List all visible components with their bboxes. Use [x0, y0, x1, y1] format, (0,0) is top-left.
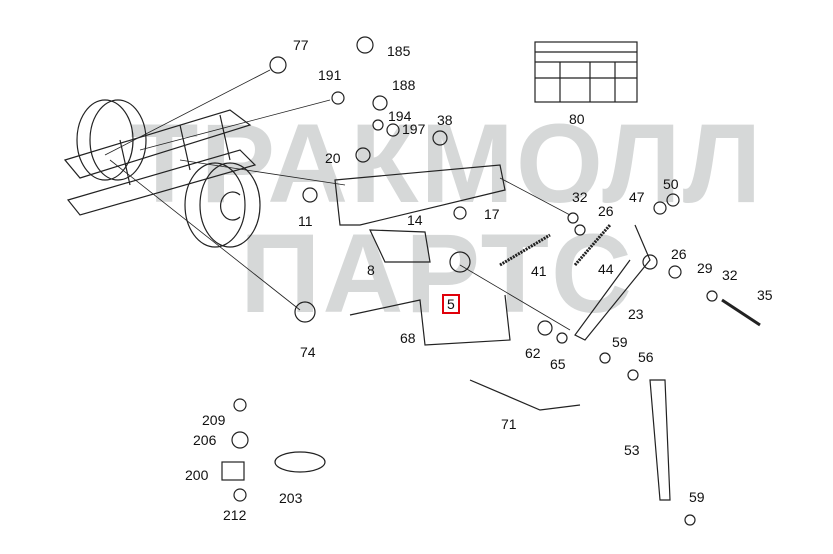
- leader-lines: [104, 69, 571, 331]
- part-label-62[interactable]: 62: [525, 345, 541, 361]
- part-label-65[interactable]: 65: [550, 356, 566, 372]
- part-label-50[interactable]: 50: [663, 176, 679, 192]
- spring-41: [499, 233, 551, 267]
- small-parts: [221, 36, 718, 526]
- part-label-191[interactable]: 191: [318, 67, 342, 83]
- part-label-212[interactable]: 212: [223, 507, 247, 523]
- part-label-14[interactable]: 14: [407, 212, 423, 228]
- part-label-20[interactable]: 20: [325, 150, 341, 166]
- table-80: [534, 41, 638, 103]
- part-label-203[interactable]: 203: [279, 490, 303, 506]
- pipe-71: [469, 379, 581, 411]
- part-label-68[interactable]: 68: [400, 330, 416, 346]
- part-label-77[interactable]: 77: [293, 37, 309, 53]
- rod-53: [649, 379, 671, 501]
- pipe-68: [349, 294, 511, 346]
- part-label-26[interactable]: 26: [598, 203, 614, 219]
- bolt-35: [721, 298, 761, 327]
- part-label-200[interactable]: 200: [185, 467, 209, 483]
- part-label-59[interactable]: 59: [612, 334, 628, 350]
- part-label-41[interactable]: 41: [531, 263, 547, 279]
- lever-23: [574, 224, 651, 341]
- part-label-197[interactable]: 197: [402, 121, 426, 137]
- part-label-53[interactable]: 53: [624, 442, 640, 458]
- part-label-17[interactable]: 17: [484, 206, 500, 222]
- part-label-11[interactable]: 11: [298, 213, 313, 229]
- part-label-206[interactable]: 206: [193, 432, 217, 448]
- part-label-74[interactable]: 74: [300, 344, 316, 360]
- part-label-59b[interactable]: 59: [689, 489, 705, 505]
- part-label-80[interactable]: 80: [569, 111, 585, 127]
- part-label-32b[interactable]: 32: [722, 267, 738, 283]
- part-label-44[interactable]: 44: [598, 261, 614, 277]
- part-label-185[interactable]: 185: [387, 43, 411, 59]
- part-label-8[interactable]: 8: [367, 262, 375, 278]
- bracket-8: [369, 229, 431, 263]
- part-label-209[interactable]: 209: [202, 412, 226, 428]
- bracket-14: [334, 164, 506, 226]
- part-label-35[interactable]: 35: [757, 287, 773, 303]
- part-label-38[interactable]: 38: [437, 112, 453, 128]
- part-label-188[interactable]: 188: [392, 77, 416, 93]
- part-label-32[interactable]: 32: [572, 189, 588, 205]
- part-label-29[interactable]: 29: [697, 260, 713, 276]
- chassis-frame: [63, 99, 261, 248]
- part-label-47[interactable]: 47: [629, 189, 645, 205]
- part-label-56[interactable]: 56: [638, 349, 654, 365]
- part-label-5-highlighted[interactable]: 5: [442, 294, 460, 314]
- bolt-44: [573, 224, 612, 266]
- part-label-71[interactable]: 71: [501, 416, 517, 432]
- part-label-194[interactable]: 194: [388, 108, 412, 124]
- watermark-line2: ПАРТС: [240, 211, 634, 336]
- part-label-23[interactable]: 23: [628, 306, 644, 322]
- part-label-26b[interactable]: 26: [671, 246, 687, 262]
